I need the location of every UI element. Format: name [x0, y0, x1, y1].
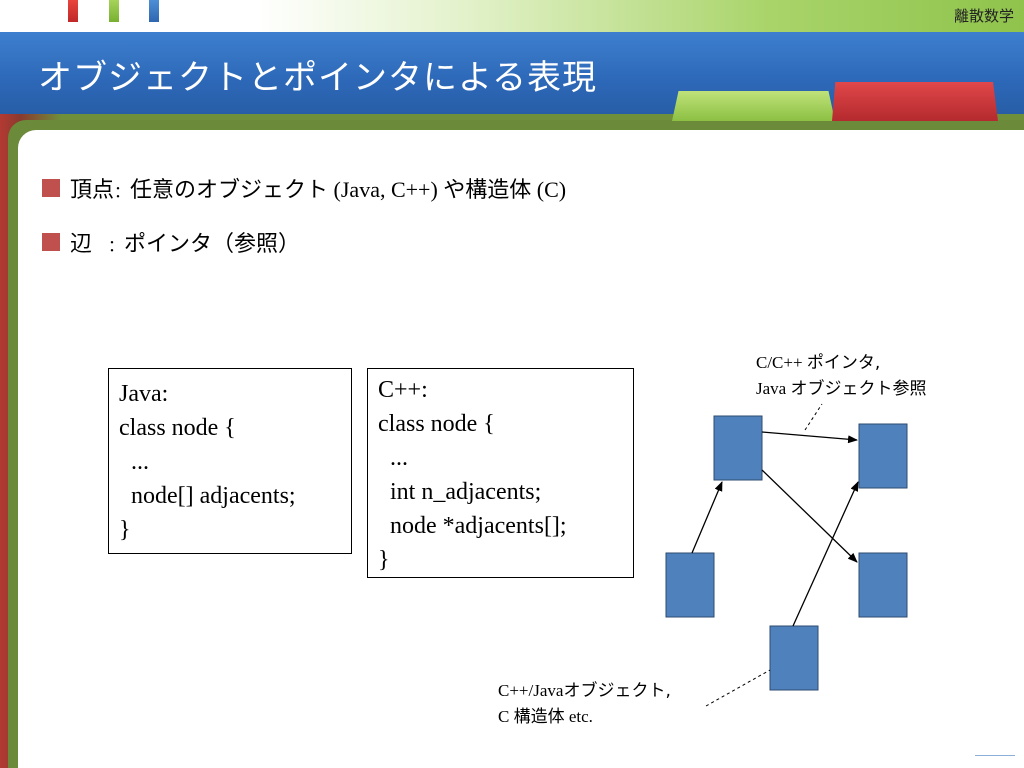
bullet-text: ポインタ（参照）	[124, 232, 301, 257]
note-text: Java	[756, 379, 791, 398]
object-note: C++/Javaオブジェクト, C 構造体 etc.	[498, 678, 671, 730]
note-text: ポインタ,	[806, 353, 881, 373]
graph-node-mid-right	[858, 552, 908, 618]
footer-line	[975, 755, 1015, 756]
bullet-sep: ：	[114, 182, 131, 201]
note-text: 構造体	[513, 707, 565, 727]
note-text: C++/Java	[498, 681, 564, 700]
bullet-edge: 辺 ：ポインタ（参照）	[42, 226, 300, 258]
graph-node-bottom	[769, 625, 819, 691]
bullet-sep: ：	[92, 236, 125, 255]
top-band	[0, 0, 1024, 32]
tab-red-decoration	[832, 82, 998, 121]
code-line: ...	[378, 445, 408, 471]
code-line: class node {	[378, 411, 495, 437]
bullet-term: 辺	[70, 232, 93, 257]
deco-bar-blue	[149, 0, 159, 22]
callout-line	[804, 403, 823, 431]
note-text: C/C++	[756, 353, 807, 372]
edge-arrow	[792, 481, 859, 627]
code-line: Java:	[119, 381, 169, 407]
bullet-square-icon	[42, 233, 60, 251]
note-text: C	[498, 707, 514, 726]
bullet-square-icon	[42, 179, 60, 197]
code-line: int n_adjacents;	[378, 479, 542, 505]
code-line: node[] adjacents;	[119, 483, 296, 509]
pointer-note: C/C++ ポインタ, Java オブジェクト参照	[756, 350, 926, 402]
bullet-term: 頂点	[70, 178, 115, 203]
course-name: 離散数学	[953, 7, 1014, 25]
graph-node-mid-left	[665, 552, 715, 618]
tab-green-decoration	[672, 91, 835, 121]
deco-bar-green	[109, 0, 119, 22]
bullet-text: (Java, C++)	[328, 177, 444, 202]
cpp-code-box: C++: class node { ... int n_adjacents; n…	[367, 368, 634, 578]
deco-bar-red	[68, 0, 78, 22]
code-line: ...	[119, 449, 149, 475]
java-code-box: Java: class node { ... node[] adjacents;…	[108, 368, 352, 554]
code-line: node *adjacents[];	[378, 513, 567, 539]
bullet-text: 任意のオブジェクト	[130, 178, 329, 203]
note-text: オブジェクト参照	[790, 379, 927, 399]
note-text: etc.	[564, 707, 593, 726]
code-line: class node {	[119, 415, 236, 441]
code-line: }	[378, 547, 390, 573]
code-line: C++:	[378, 377, 428, 403]
edge-arrow	[691, 481, 723, 554]
bullet-text: や構造体	[443, 178, 532, 203]
edge-arrow	[761, 431, 858, 444]
code-line: }	[119, 517, 131, 543]
graph-node-top-left	[713, 415, 763, 481]
bullet-vertex: 頂点：任意のオブジェクト (Java, C++) や構造体 (C)	[42, 172, 566, 204]
edge-arrow	[761, 469, 858, 563]
page-title: オブジェクトとポインタによる表現	[38, 58, 597, 98]
graph-node-top-right	[858, 423, 908, 489]
note-text: オブジェクト,	[563, 681, 671, 701]
callout-line	[705, 669, 771, 707]
bullet-text: (C)	[531, 177, 567, 202]
